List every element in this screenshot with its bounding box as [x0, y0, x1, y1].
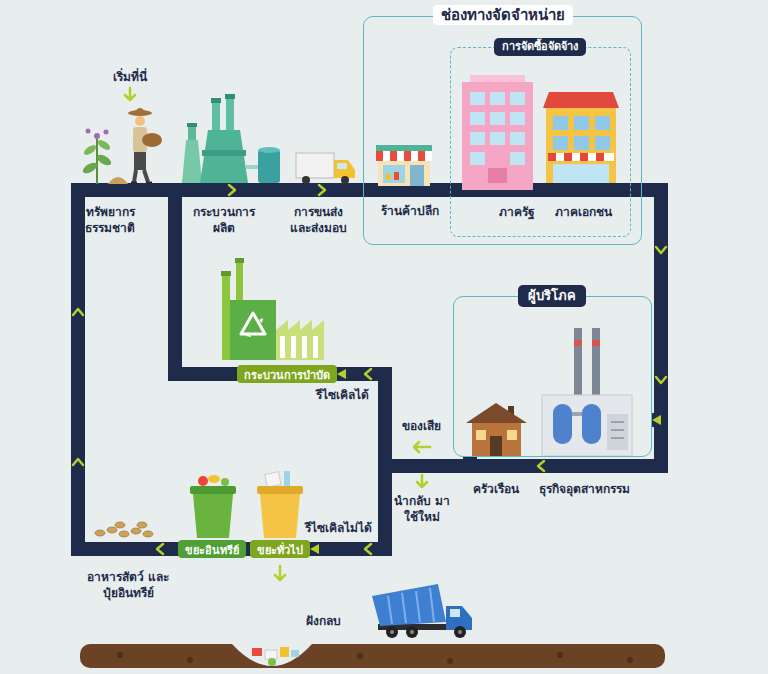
house-icon	[466, 403, 527, 456]
industry-icon	[542, 328, 632, 456]
connector-line	[310, 457, 470, 549]
flow-chevrons	[73, 88, 666, 580]
connector-line	[337, 374, 470, 466]
arrow-head	[337, 369, 346, 379]
arrow-head	[310, 544, 319, 554]
arrow-head	[652, 415, 661, 425]
treatment-plant-icon	[221, 258, 324, 360]
general-bin-icon	[257, 471, 303, 538]
factory-icon	[182, 94, 280, 183]
station-label: การขนส่ง และส่งมอบ	[284, 205, 352, 236]
farmer-icon	[108, 108, 162, 184]
station-label: ร้านค้าปลีก	[381, 204, 439, 220]
station-label: ภาครัฐ	[499, 205, 535, 221]
edge-label: รีไซเคิลไม่ได้	[305, 521, 372, 537]
flow-label: นำกลับ มาใช้ใหม่	[391, 494, 453, 525]
edge-label: รีไซเคิลได้	[316, 388, 369, 404]
pill-text: ขยะอินทรีย์	[185, 542, 239, 560]
flow-label: ของเสีย	[402, 419, 441, 435]
pill-text: ขยะทั่วไป	[257, 542, 303, 560]
station-label: ครัวเรือน	[473, 482, 519, 498]
procurement-group: การจัดซื้อจัดจ้างภาครัฐภาคเอกชน	[450, 47, 631, 237]
consumer-region: ผู้บริโภค	[453, 296, 652, 457]
flow-connector	[337, 369, 470, 466]
general-waste-pill: ขยะทั่วไป	[250, 540, 310, 558]
start-label: เริ่มที่นี่	[113, 70, 147, 86]
station-label: ธุรกิจอุตสาหกรรม	[539, 482, 630, 498]
group-heading: การจัดซื้อจัดจ้าง	[494, 38, 586, 56]
region-heading: ผู้บริโภค	[518, 285, 586, 307]
region-heading: ช่องทางจัดจำหน่าย	[433, 5, 573, 25]
output-label: อาหารสัตว์ และปุ๋ยอินทรีย์	[85, 570, 171, 601]
output-label: ฝังกลบ	[306, 614, 341, 630]
station-label: ทรัพยากร ธรรมชาติ	[73, 205, 147, 236]
pill-text: กระบวนการบำบัด	[244, 367, 330, 385]
treatment-pill: กระบวนการบำบัด	[237, 365, 337, 383]
truck-icon	[296, 153, 355, 184]
fertilizer-icon	[95, 522, 153, 537]
ground-icon	[80, 644, 665, 668]
organic-bin-icon	[190, 475, 236, 538]
flow-connector	[310, 457, 470, 554]
shop-icon	[376, 145, 432, 186]
station-label: กระบวนการ ผลิต	[183, 205, 265, 236]
dump-truck-icon	[372, 584, 472, 638]
flow-path	[78, 190, 661, 549]
plant-icon	[81, 129, 113, 185]
government-building-icon	[462, 75, 533, 190]
channel-region: ช่องทางจัดจำหน่ายร้านค้าปลีกการจัดซื้อจั…	[363, 16, 642, 245]
organic-waste-pill: ขยะอินทรีย์	[178, 540, 246, 558]
station-label: ภาคเอกชน	[555, 205, 612, 221]
private-building-icon	[543, 92, 619, 183]
